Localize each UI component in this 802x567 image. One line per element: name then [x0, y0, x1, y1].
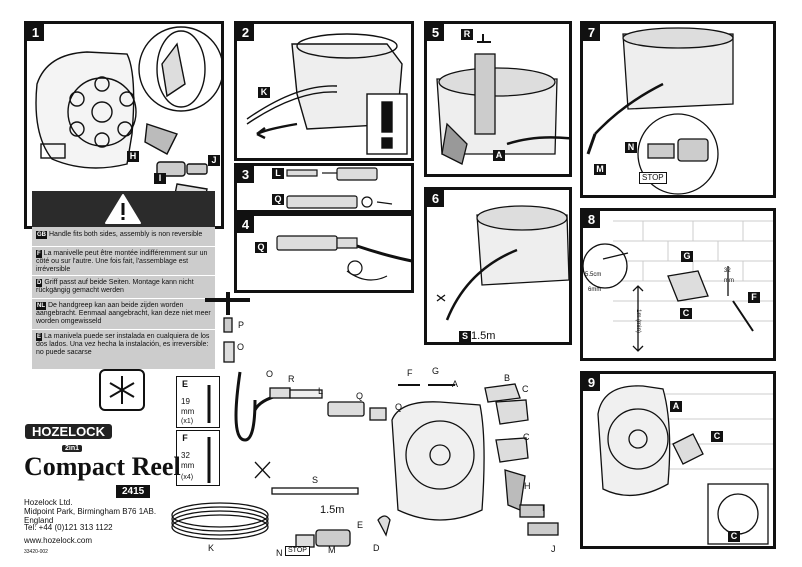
label-g: G: [432, 366, 440, 376]
label-r: R: [288, 374, 295, 384]
company-tel: Tel: +44 (0)121 313 1122: [24, 523, 113, 532]
label-r: R: [461, 29, 473, 40]
reel-handle-illustration: [35, 26, 221, 200]
screw-f-qty: (x4): [181, 474, 194, 481]
step-5-panel: 5 R A: [424, 21, 572, 177]
label-m: M: [328, 545, 336, 555]
label-n: N: [625, 142, 637, 153]
step-number: 7: [583, 24, 600, 41]
label-k: K: [208, 543, 215, 553]
label-c2: C: [523, 432, 530, 442]
label-c: C: [522, 384, 529, 394]
label-b: B: [504, 373, 511, 383]
wall-mount-illustration: [583, 220, 773, 352]
label-q: Q: [255, 242, 267, 253]
label-s: S: [459, 331, 471, 342]
label-j: J: [208, 155, 220, 166]
label-a: A: [452, 379, 459, 389]
label-p: P: [238, 320, 245, 330]
stop-label: STOP: [639, 172, 667, 184]
screw-e-size: 19 mm: [181, 397, 195, 416]
hose-length: 1.5m: [320, 504, 345, 516]
model-number: 2415: [116, 485, 151, 498]
screw-length: 32 mm: [724, 268, 734, 284]
label-c: C: [680, 308, 692, 319]
label-o2: O: [266, 369, 274, 379]
label-f: F: [407, 368, 413, 378]
step-6-panel: 6 S 1.5m: [424, 187, 572, 345]
screw-f-size: 32 mm: [181, 451, 195, 470]
label-q: Q: [272, 194, 284, 205]
hozelock-logo: HOZELOCK: [25, 424, 112, 439]
stop-label: STOP: [285, 546, 310, 556]
step-7-panel: 7 M N STOP: [580, 21, 776, 198]
step-8-panel: 8 5.5cm 6mm 1m (min) 32 mm G C F: [580, 208, 776, 361]
label-e: E: [357, 520, 364, 530]
label-h: H: [524, 481, 531, 491]
step-number: 1: [27, 24, 44, 41]
step-number: 5: [427, 24, 444, 41]
screw-f-box: F 32 mm (x4): [176, 430, 220, 486]
label-h: H: [127, 151, 139, 162]
label-n: N: [276, 548, 283, 558]
label-a: A: [670, 401, 682, 412]
label-c: C: [711, 431, 723, 442]
step-number: 6: [427, 190, 444, 207]
label-a: A: [493, 150, 505, 161]
label-m: M: [594, 164, 606, 175]
step-4-panel: 4 Q: [234, 213, 414, 293]
doc-code: 33420-002: [24, 549, 48, 555]
step-number: 4: [237, 216, 254, 233]
label-q: Q: [356, 391, 364, 401]
label-c-inset: C: [728, 531, 740, 542]
label-k: K: [258, 87, 270, 98]
2in1-badge: 2in1: [62, 445, 83, 452]
label-i: I: [542, 503, 545, 513]
drill-size: 5.5cm: [585, 272, 602, 278]
label-j: J: [551, 544, 556, 554]
step-number: 9: [583, 374, 600, 391]
hose-connect-illustration: [276, 235, 411, 281]
screw-e-qty: (x1): [181, 418, 194, 425]
label-l: L: [318, 386, 324, 396]
company-web: www.hozelock.com: [24, 536, 93, 545]
label-i: I: [154, 173, 166, 184]
warning-icon: [105, 194, 141, 224]
hose-cut-illustration: [436, 205, 569, 321]
step-3-panel: 3 L Q: [234, 163, 414, 213]
company-address: Hozelock Ltd.Midpoint Park, Birmingham B…: [24, 498, 157, 525]
label-q2: Q: [395, 402, 403, 412]
connector-assembly-illustration: [286, 167, 393, 209]
step-number: 8: [583, 211, 600, 228]
drill-depth: 6mm: [588, 287, 602, 293]
step-number: 2: [237, 24, 254, 41]
label-o: O: [237, 342, 245, 352]
screw-e-box: E 19 mm (x1): [176, 376, 220, 428]
label-s: S: [312, 475, 319, 485]
label-d: D: [373, 543, 380, 553]
wall-connector-illustration: [436, 34, 569, 165]
step-9-panel: 9 A C C: [580, 371, 776, 549]
step-2-panel: 2 K: [234, 21, 414, 161]
warning-header: [32, 191, 215, 227]
hose-insert-illustration: [246, 33, 408, 155]
label-f: F: [748, 292, 760, 303]
label-g: G: [681, 251, 693, 262]
step-number: 3: [237, 166, 254, 183]
product-name: Compact Reel: [24, 452, 181, 481]
hose-length: 1.5m: [471, 330, 496, 342]
label-l: L: [272, 168, 284, 179]
